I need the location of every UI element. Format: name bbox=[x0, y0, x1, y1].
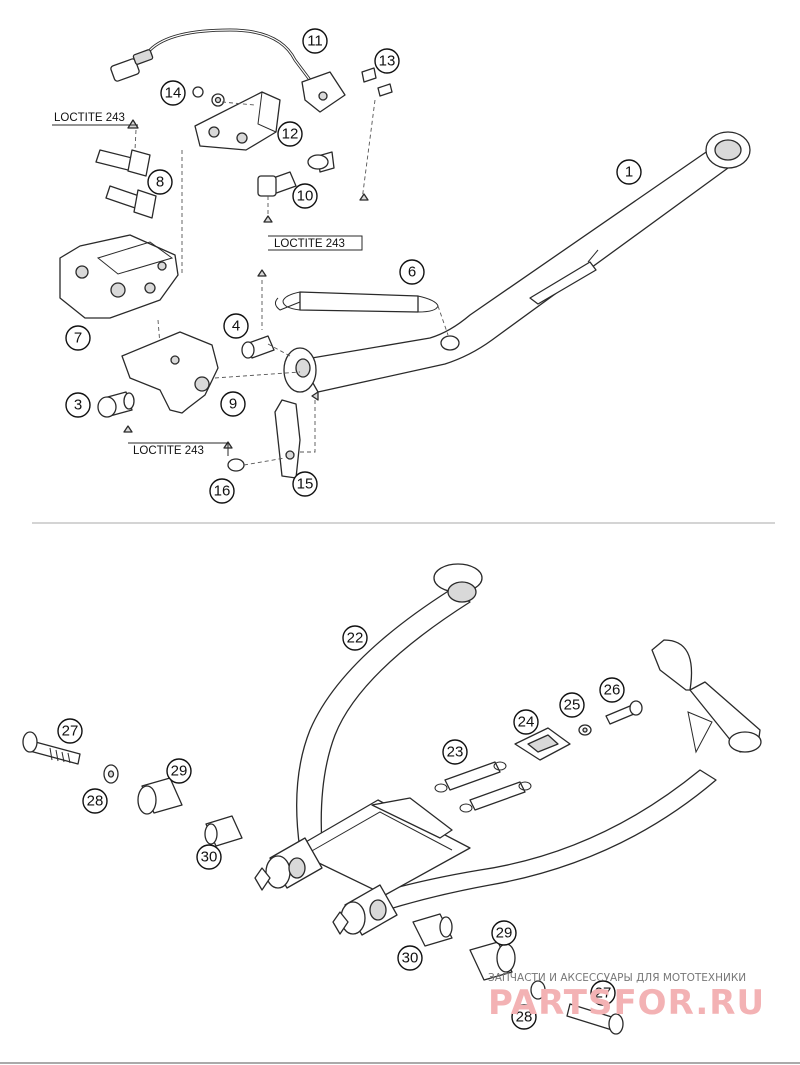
side-stand-leg bbox=[283, 131, 751, 393]
svg-text:27: 27 bbox=[62, 723, 79, 740]
pivot-bolt-left bbox=[22, 731, 81, 765]
bushing-3 bbox=[97, 391, 135, 433]
svg-text:24: 24 bbox=[518, 714, 535, 731]
center-stand-group: 22 23 24 25 26 27 28 29 30 30 29 27 28 bbox=[22, 563, 762, 1035]
svg-text:30: 30 bbox=[201, 849, 218, 866]
loctite-label-1: LOCTITE 243 bbox=[54, 112, 125, 124]
svg-text:16: 16 bbox=[214, 483, 231, 500]
center-stand-bracket bbox=[514, 727, 571, 761]
svg-text:23: 23 bbox=[447, 744, 464, 761]
sleeve-right bbox=[412, 913, 453, 947]
washer-right bbox=[530, 980, 546, 1000]
callout-4: 4 bbox=[223, 313, 249, 339]
callout-14: 14 bbox=[160, 80, 186, 106]
center-stand-frame bbox=[254, 563, 762, 936]
callout-27-left: 27 bbox=[57, 718, 83, 744]
svg-text:12: 12 bbox=[282, 126, 299, 143]
callout-30-left: 30 bbox=[196, 844, 222, 870]
svg-text:10: 10 bbox=[297, 188, 314, 205]
callout-27-right: 27 bbox=[590, 980, 616, 1006]
svg-text:3: 3 bbox=[74, 397, 82, 414]
svg-text:28: 28 bbox=[516, 1009, 533, 1026]
svg-text:22: 22 bbox=[347, 630, 364, 647]
stand-bracket bbox=[121, 331, 301, 414]
washer-25 bbox=[578, 724, 592, 736]
pivot-bolt-right bbox=[566, 1003, 624, 1035]
watermark: ЗАПЧАСТИ И АКСЕССУАРЫ ДЛЯ МОТОТЕХНИКИ PA… bbox=[488, 972, 765, 1023]
spring bbox=[274, 291, 449, 336]
bolt-8 bbox=[95, 119, 157, 219]
callout-29-left: 29 bbox=[166, 758, 192, 784]
callout-11: 11 bbox=[302, 28, 328, 54]
screw-16 bbox=[223, 441, 286, 472]
callout-24: 24 bbox=[513, 709, 539, 735]
callout-10: 10 bbox=[292, 183, 318, 209]
callout-28-left: 28 bbox=[82, 788, 108, 814]
callout-7: 7 bbox=[65, 325, 91, 351]
callout-16: 16 bbox=[209, 478, 235, 504]
loctite-label-3: LOCTITE 243 bbox=[133, 445, 204, 457]
svg-text:27: 27 bbox=[595, 985, 612, 1002]
callout-23: 23 bbox=[442, 739, 468, 765]
svg-text:1: 1 bbox=[625, 164, 633, 181]
svg-text:6: 6 bbox=[408, 264, 416, 281]
svg-text:8: 8 bbox=[156, 174, 164, 191]
callout-1: 1 bbox=[616, 159, 642, 185]
side-stand-group: LOCTITE 243 LOCTITE 243 LOCTITE 243 1 3 … bbox=[52, 28, 751, 504]
pivot-bolt bbox=[241, 269, 291, 359]
svg-text:9: 9 bbox=[229, 396, 237, 413]
washer-left bbox=[103, 764, 119, 784]
bushing-right bbox=[469, 941, 516, 981]
callout-13: 13 bbox=[374, 48, 400, 74]
callout-12: 12 bbox=[277, 121, 303, 147]
side-stand-switch-cable bbox=[110, 28, 346, 113]
screw-13 bbox=[359, 67, 393, 201]
loctite-notes: LOCTITE 243 LOCTITE 243 LOCTITE 243 bbox=[52, 112, 363, 457]
callout-26: 26 bbox=[599, 677, 625, 703]
bushing-left bbox=[137, 777, 183, 815]
switch-bracket bbox=[194, 91, 281, 151]
svg-text:15: 15 bbox=[297, 476, 314, 493]
callout-22: 22 bbox=[342, 625, 368, 651]
svg-text:11: 11 bbox=[307, 33, 323, 50]
svg-text:7: 7 bbox=[74, 330, 82, 347]
switch-plate bbox=[274, 391, 319, 479]
callout-15: 15 bbox=[292, 471, 318, 497]
svg-text:13: 13 bbox=[379, 53, 396, 70]
screw-26 bbox=[605, 700, 643, 725]
callout-3: 3 bbox=[65, 392, 91, 418]
callout-6: 6 bbox=[399, 259, 425, 285]
svg-text:14: 14 bbox=[165, 85, 182, 102]
loctite-label-2: LOCTITE 243 bbox=[274, 238, 345, 250]
watermark-brand: PARTSFOR.RU bbox=[488, 983, 765, 1023]
frame-mount bbox=[59, 150, 183, 346]
svg-text:28: 28 bbox=[87, 793, 104, 810]
callout-25: 25 bbox=[559, 692, 585, 718]
svg-text:29: 29 bbox=[496, 925, 513, 942]
svg-text:4: 4 bbox=[232, 318, 240, 335]
callout-9: 9 bbox=[220, 391, 246, 417]
callout-8: 8 bbox=[147, 169, 173, 195]
svg-text:30: 30 bbox=[402, 950, 419, 967]
nut-14 bbox=[192, 86, 256, 107]
callout-30-right: 30 bbox=[397, 945, 423, 971]
svg-text:25: 25 bbox=[564, 697, 581, 714]
bolt-10 bbox=[257, 151, 335, 223]
watermark-tagline: ЗАПЧАСТИ И АКСЕССУАРЫ ДЛЯ МОТОТЕХНИКИ bbox=[488, 972, 746, 984]
svg-text:29: 29 bbox=[171, 763, 188, 780]
callout-29-right: 29 bbox=[491, 920, 517, 946]
callout-28-right: 28 bbox=[511, 1004, 537, 1030]
svg-text:26: 26 bbox=[604, 682, 621, 699]
sleeve-left bbox=[204, 815, 243, 847]
center-stand-springs bbox=[434, 761, 532, 813]
